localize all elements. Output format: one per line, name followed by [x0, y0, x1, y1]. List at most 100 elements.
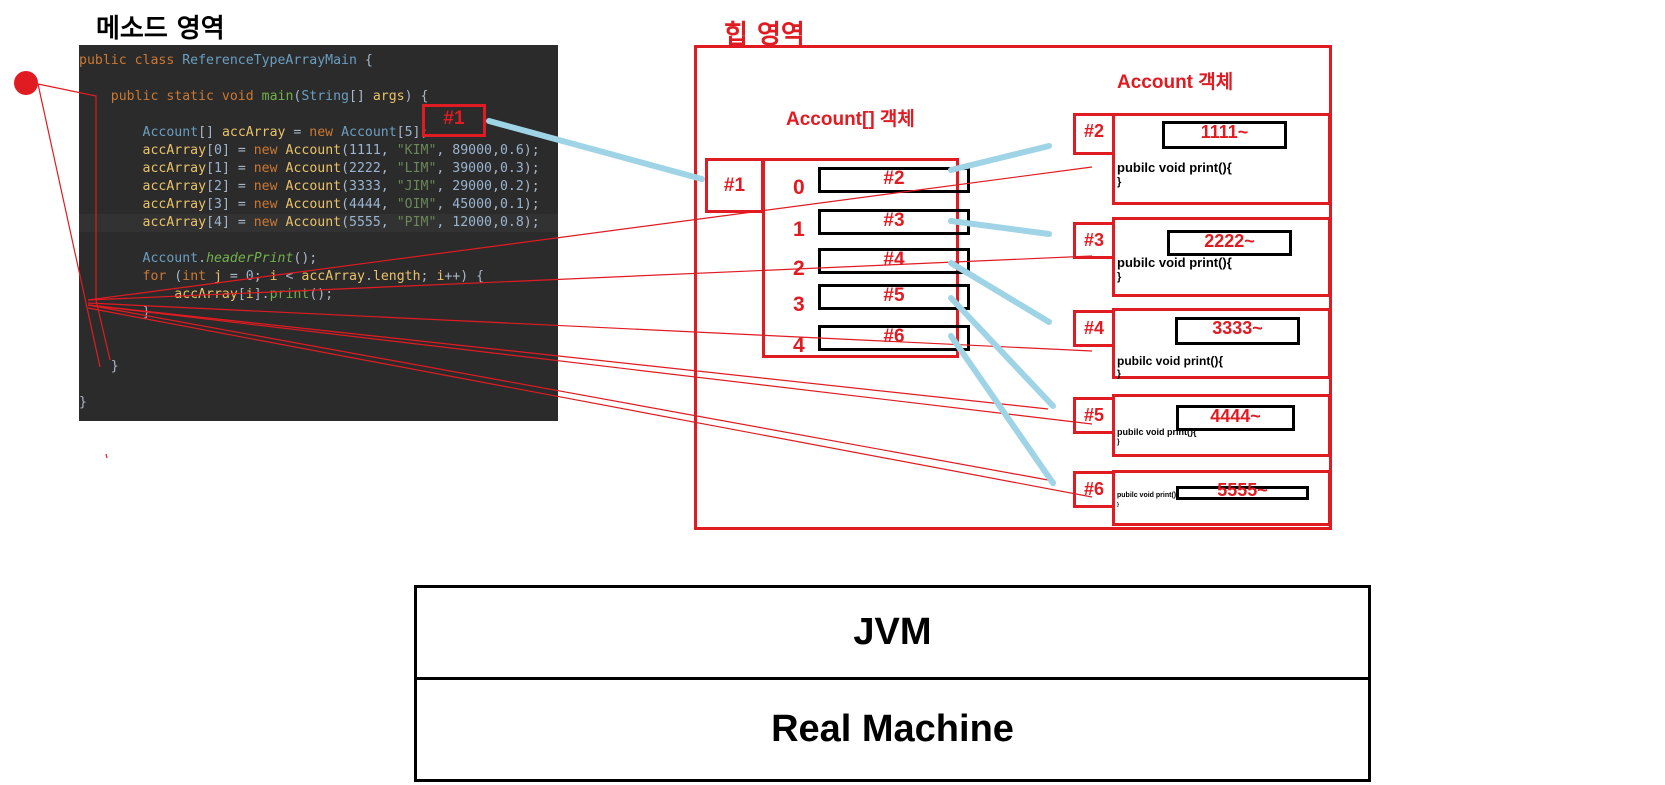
code-token: 4444 — [349, 197, 381, 212]
code-ref-tag-label: #1 — [443, 108, 465, 129]
code-token: , — [380, 179, 397, 194]
code-token: 0.2 — [499, 179, 524, 194]
array-object-title: Account[] 객체 — [786, 109, 915, 130]
code-token: ( — [293, 89, 302, 104]
account-method-close: } — [1117, 502, 1119, 508]
account-method-close: } — [1117, 369, 1121, 380]
array-slot-cell — [818, 167, 970, 193]
account-method-label: pubilc void print(){ — [1117, 427, 1197, 437]
code-token: main — [261, 89, 294, 104]
code-token: ++) { — [444, 269, 485, 284]
code-token: public class — [79, 53, 183, 68]
code-token: accArray — [142, 179, 207, 194]
code-token: , — [380, 161, 397, 176]
account-method-label: pubilc void print(){ — [1117, 255, 1232, 270]
account-object — [1112, 113, 1331, 205]
code-token: length — [372, 269, 421, 284]
code-token: (); — [293, 251, 318, 266]
account-value-cell — [1176, 486, 1309, 500]
code-token: ); — [523, 143, 540, 158]
code-token: 5555 — [349, 215, 381, 230]
code-line: Account.headerPrint(); — [79, 250, 318, 268]
account-ref-box — [1073, 397, 1115, 434]
code-token: 5 — [404, 125, 413, 140]
code-token: , — [436, 161, 453, 176]
code-token: "KIM" — [396, 143, 437, 158]
code-token: ; — [253, 269, 270, 284]
code-token: ( — [341, 161, 350, 176]
code-token: = — [221, 269, 246, 284]
code-token: ); — [523, 215, 540, 230]
code-token: String — [301, 89, 349, 104]
code-token: "JIM" — [396, 179, 437, 194]
code-line: accArray[1] = new Account(2222, "LIM", 3… — [79, 160, 540, 178]
code-token: 2222 — [349, 161, 381, 176]
method-area-title: 메소드 영역 — [96, 14, 225, 44]
code-line: public static void main(String[] args) { — [79, 88, 429, 106]
account-ref-box — [1073, 222, 1115, 259]
account-ref-label: #5 — [1083, 405, 1105, 425]
code-line: accArray[i].print(); — [79, 286, 333, 304]
code-token: , — [491, 197, 500, 212]
array-object — [762, 158, 959, 358]
code-token: new — [253, 215, 286, 230]
account-method-close: } — [1117, 271, 1122, 283]
code-token: [ — [206, 179, 215, 194]
array-slot-ref: #2 — [883, 168, 905, 189]
code-token: [ — [206, 143, 215, 158]
code-token: , — [491, 215, 500, 230]
code-token: new — [253, 161, 286, 176]
code-token: accArray — [142, 197, 207, 212]
code-token: Account — [341, 125, 397, 140]
code-ref-tag — [422, 104, 486, 137]
code-line: accArray[4] = new Account(5555, "PIM", 1… — [79, 214, 558, 232]
account-value-cell — [1176, 405, 1295, 431]
array-slot-ref: #5 — [883, 285, 905, 306]
code-token: 0.6 — [499, 143, 524, 158]
code-token: 89000 — [452, 143, 492, 158]
code-token: i — [245, 287, 254, 302]
account-ref-box — [1073, 471, 1115, 508]
code-token: Account — [285, 215, 342, 230]
real-machine-layer: Real Machine — [414, 677, 1371, 782]
code-token: [ — [206, 161, 215, 176]
account-value-cell — [1162, 121, 1287, 149]
code-token: Account — [142, 251, 199, 266]
account-method-close: } — [1117, 176, 1122, 188]
account-objects-title: Account 객체 — [1117, 72, 1234, 93]
code-token: } — [79, 395, 87, 410]
code-token: . — [198, 251, 207, 266]
code-line: } — [79, 358, 119, 376]
account-value-label: 3333~ — [1212, 318, 1263, 338]
code-token: 0.8 — [499, 215, 524, 230]
code-token: Account — [285, 143, 342, 158]
code-token: int — [182, 269, 215, 284]
code-token: [] — [198, 125, 222, 140]
code-token: [ — [206, 197, 215, 212]
code-token: [ — [396, 125, 405, 140]
code-token: 3333 — [349, 179, 381, 194]
code-token: = — [285, 125, 310, 140]
account-method-label: pubilc void print(){ — [1117, 354, 1223, 368]
account-ref-label: #6 — [1083, 479, 1105, 499]
array-slot-index: 3 — [793, 293, 805, 316]
code-token: [ — [237, 287, 246, 302]
code-token: ( — [341, 179, 350, 194]
jvm-layer: JVM — [414, 585, 1371, 680]
code-token: accArray — [142, 161, 207, 176]
code-token: Account — [285, 161, 342, 176]
code-token: , — [380, 197, 397, 212]
code-token: ] = — [221, 179, 254, 194]
code-token: . — [364, 269, 373, 284]
code-token: ( — [341, 143, 350, 158]
code-token: ] = — [221, 161, 254, 176]
code-token: ( — [174, 269, 183, 284]
code-token: 3 — [214, 197, 222, 212]
code-token: "OIM" — [396, 197, 437, 212]
account-ref-label: #4 — [1083, 318, 1105, 338]
code-token: 45000 — [452, 197, 492, 212]
array-slot-ref: #3 — [883, 210, 905, 231]
code-token: for — [142, 269, 175, 284]
code-token: 1111 — [349, 143, 381, 158]
code-token: , — [436, 179, 453, 194]
